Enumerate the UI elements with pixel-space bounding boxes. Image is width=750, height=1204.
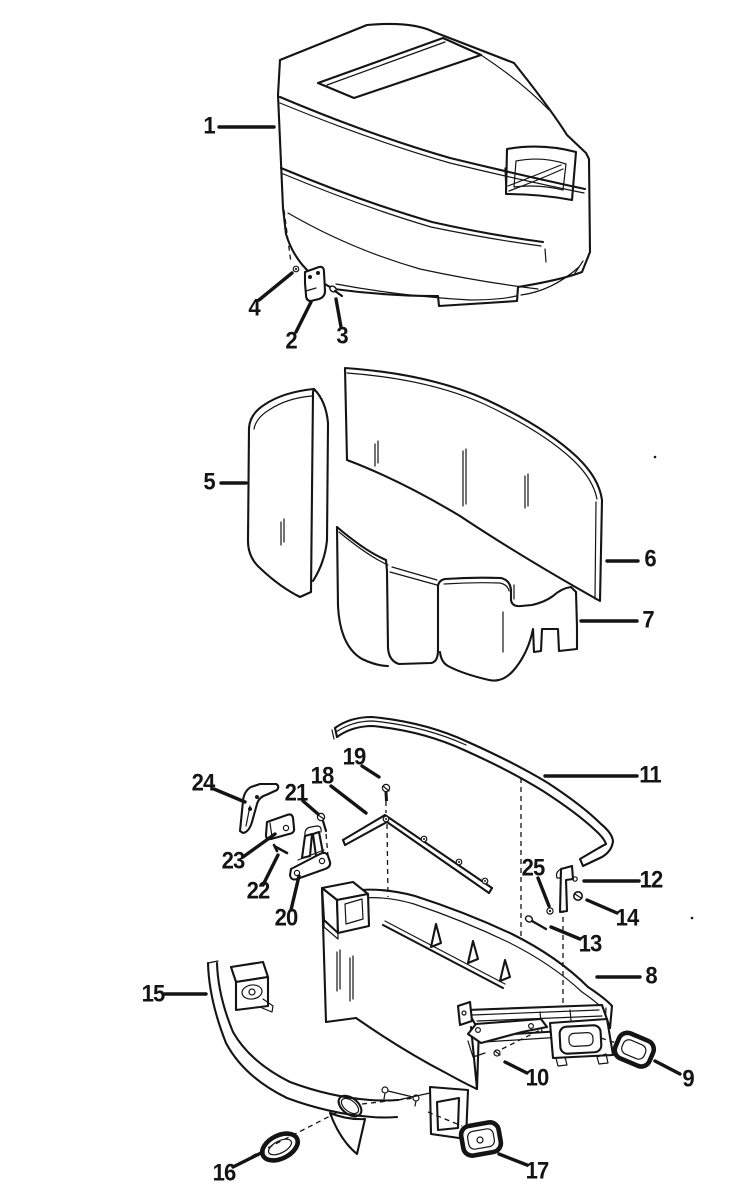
- leader-line-16: [231, 1150, 265, 1169]
- callout-label-22: 22: [246, 877, 271, 905]
- part-22-pin: [272, 843, 289, 855]
- part-21-screw: [316, 812, 329, 857]
- projection-line: [427, 1111, 463, 1127]
- callout-label-7: 7: [642, 606, 654, 634]
- callout-label-19: 19: [342, 743, 367, 771]
- part-8-bottom-cowl: [320, 880, 615, 1091]
- print-speck: [690, 916, 694, 920]
- leader-line-25: [536, 876, 551, 908]
- part-18-support-bracket: [341, 813, 494, 895]
- part-24-latch-lever: [238, 782, 280, 835]
- leader-line-14: [585, 898, 619, 915]
- leader-line-13: [549, 925, 582, 941]
- leader-line-24: [212, 787, 247, 804]
- leader-line-4: [257, 271, 294, 302]
- callout-label-4: 4: [248, 294, 260, 322]
- callout-leader-lines: [163, 125, 682, 1169]
- callout-label-9: 9: [682, 1065, 694, 1093]
- part-6-rear-liner: [343, 366, 604, 603]
- callout-label-15: 15: [141, 980, 166, 1008]
- leader-line-19: [360, 764, 381, 779]
- cowl-handle-recess: [504, 145, 578, 202]
- leader-line-20: [289, 874, 301, 912]
- leader-line-3: [334, 297, 343, 329]
- part-9-grommet: [612, 1030, 657, 1069]
- part-25-washer: [546, 907, 554, 915]
- part-7-front-liner: [335, 525, 579, 682]
- callout-label-11: 11: [639, 761, 661, 789]
- projection-line: [600, 1037, 617, 1044]
- callout-label-13: 13: [578, 930, 603, 958]
- leader-line-10: [503, 1060, 529, 1075]
- callout-label-25: 25: [521, 854, 546, 882]
- part-15-front-cowl: [206, 960, 470, 1156]
- leader-line-2: [294, 300, 313, 334]
- part-10-screw: [493, 1029, 541, 1057]
- callout-label-2: 2: [285, 327, 297, 355]
- callout-label-17: 17: [525, 1157, 550, 1185]
- callout-label-5: 5: [203, 468, 215, 496]
- callout-label-3: 3: [336, 322, 348, 350]
- projection-line: [386, 823, 389, 898]
- projection-line: [251, 1111, 339, 1157]
- callout-label-10: 10: [525, 1064, 550, 1092]
- part-13-screw: [524, 915, 548, 931]
- leader-line-23: [241, 832, 277, 859]
- leader-line-21: [301, 799, 320, 816]
- callout-label-20: 20: [274, 904, 299, 932]
- part-3-screw: [329, 285, 344, 298]
- part-11-trim-strip: [331, 715, 615, 868]
- leader-line-18: [329, 784, 368, 815]
- part-5-side-liner: [246, 387, 330, 599]
- part-12-bracket: [555, 864, 578, 914]
- callout-label-16: 16: [212, 1159, 237, 1187]
- callout-label-12: 12: [639, 866, 664, 894]
- callout-label-6: 6: [644, 545, 656, 573]
- leader-line-17: [497, 1152, 529, 1167]
- callout-label-21: 21: [284, 779, 309, 807]
- part-20-latch-assembly: [288, 825, 332, 881]
- callout-label-1: 1: [203, 112, 215, 140]
- part-2-latch-bracket: [303, 265, 327, 303]
- callout-label-18: 18: [310, 762, 335, 790]
- part-1-top-cowl: [276, 22, 592, 308]
- part-17-plate-grommet: [458, 1120, 504, 1158]
- part-19-screw: [381, 783, 391, 801]
- callout-label-14: 14: [615, 904, 640, 932]
- part-14-grommet-nut: [572, 890, 583, 901]
- leader-line-22: [261, 853, 280, 887]
- callout-label-8: 8: [645, 962, 657, 990]
- print-speck: [653, 455, 657, 459]
- callout-label-23: 23: [221, 847, 246, 875]
- callout-label-24: 24: [191, 769, 216, 797]
- leader-line-9: [653, 1059, 682, 1076]
- part-4-fastener: [292, 265, 300, 273]
- part-16-oval-grommet: [259, 1131, 301, 1163]
